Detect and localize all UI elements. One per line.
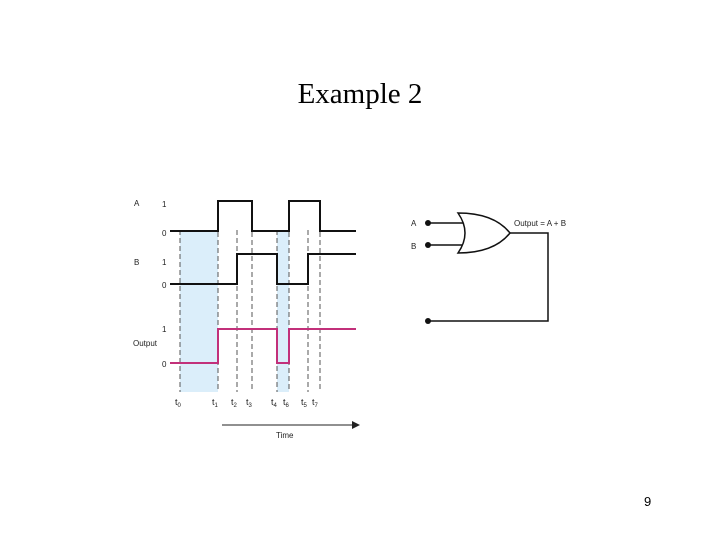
output-wire <box>428 232 549 322</box>
signal-output-high-label: 1 <box>162 325 167 334</box>
waveform-a <box>170 200 356 232</box>
output-terminal <box>425 318 431 324</box>
signal-b-name: B <box>134 258 139 267</box>
gate-input-a-label: A <box>411 219 417 228</box>
time-axis-arrowhead-icon <box>352 421 360 429</box>
signal-a-high-label: 1 <box>162 200 167 209</box>
gate-output-label: Output = A + B <box>514 219 566 228</box>
slide-title: Example 2 <box>297 78 423 110</box>
time-mark-t7: t7 <box>312 397 319 409</box>
time-mark-t3: t3 <box>246 397 253 409</box>
highlight-interval-t4-t6 <box>277 230 289 392</box>
time-mark-t6: t6 <box>283 397 290 409</box>
signal-output-name: Output <box>133 339 158 348</box>
waveform-output <box>170 328 356 364</box>
waveform-b <box>170 253 356 285</box>
highlight-interval-t0-t1 <box>180 230 218 392</box>
signal-a-low-label: 0 <box>162 229 167 238</box>
gate-input-b-label: B <box>411 242 416 251</box>
time-mark-t5: t5 <box>301 397 308 409</box>
signal-b-high-label: 1 <box>162 258 167 267</box>
signal-output-low-label: 0 <box>162 360 167 369</box>
signal-b-low-label: 0 <box>162 281 167 290</box>
time-mark-t0: t0 <box>175 397 182 409</box>
time-axis-label: Time <box>276 431 294 440</box>
time-mark-t4: t4 <box>271 397 278 409</box>
or-gate-icon <box>456 212 511 254</box>
page-number: 9 <box>644 494 652 509</box>
time-mark-t2: t2 <box>231 397 238 409</box>
signal-a-name: A <box>134 199 140 208</box>
time-mark-t1: t1 <box>212 397 219 409</box>
